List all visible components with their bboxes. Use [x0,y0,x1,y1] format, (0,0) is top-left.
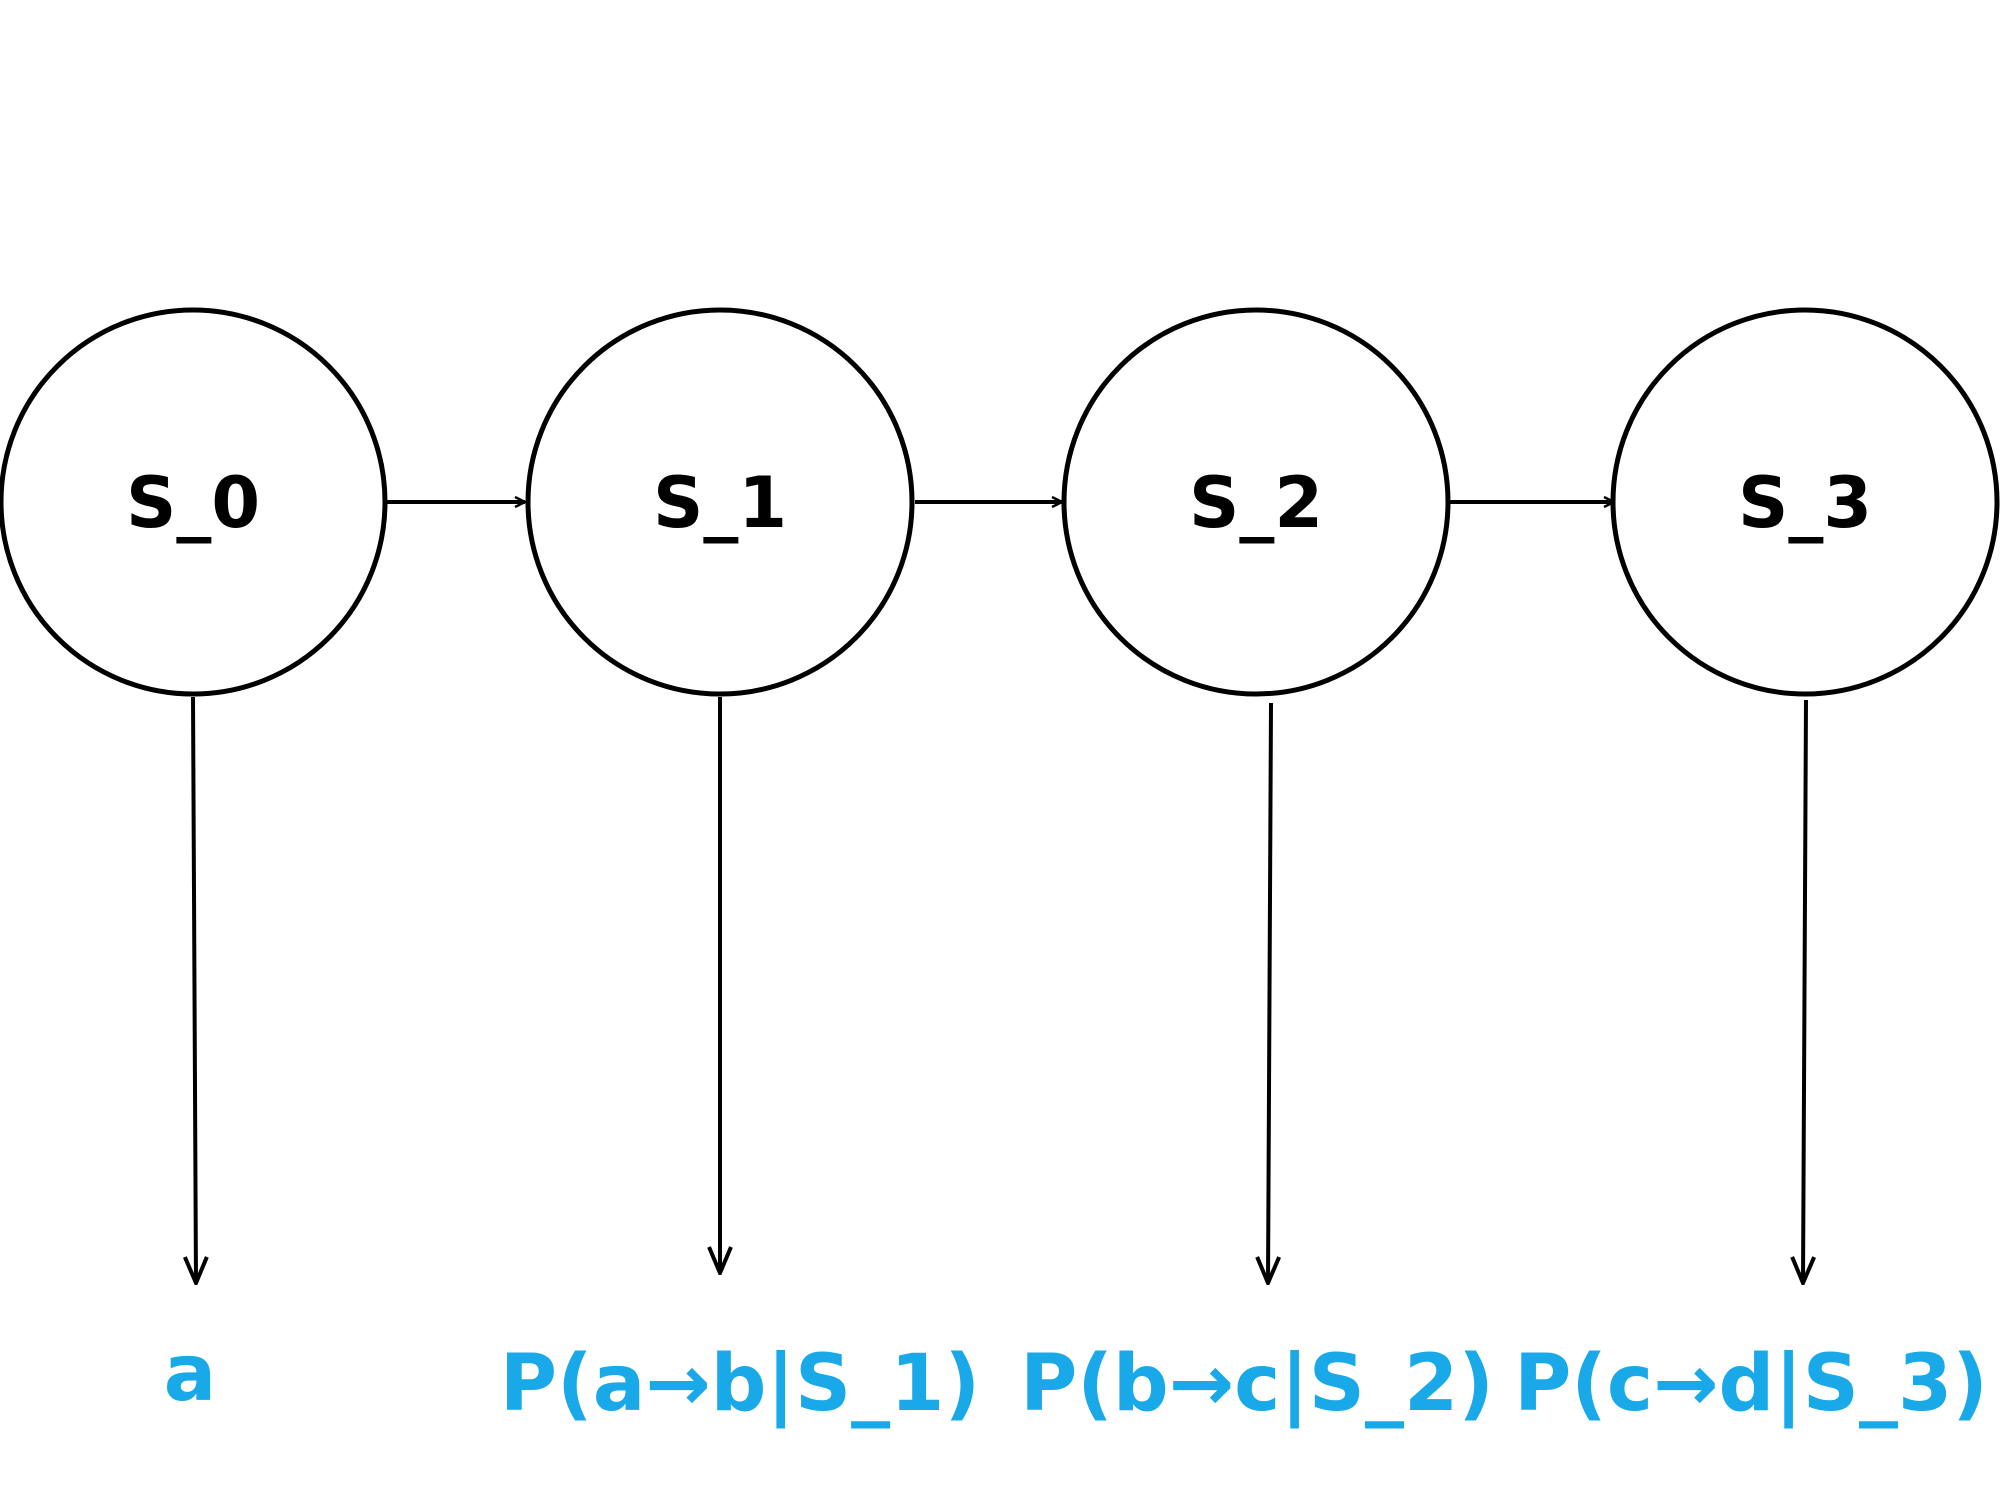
state-node-s2: S_2 [1061,307,1451,697]
state-node-s3: S_3 [1610,307,2000,697]
emission-label-s2: P(b→c|S_2) [1020,1339,1494,1429]
emission-labels: a P(a→b|S_1) P(b→c|S_2) P(c→d|S_3) [164,1329,1988,1429]
emission-arrow-s0 [193,696,196,1283]
emission-arrow-s3 [1803,699,1806,1283]
emission-label-s3: P(c→d|S_3) [1514,1339,1988,1429]
emission-edges [193,696,1806,1283]
state-circle [1061,307,1451,697]
state-circle [525,307,915,697]
state-node-s1: S_1 [525,307,915,697]
emission-label-s1: P(a→b|S_1) [500,1339,980,1429]
emission-arrow-s2 [1268,702,1271,1283]
state-label: S_0 [126,462,260,544]
state-label: S_1 [653,462,787,544]
state-label: S_3 [1738,462,1872,544]
state-node-s0: S_0 [0,307,388,697]
state-label: S_2 [1189,462,1323,544]
emission-label-s0: a [164,1329,217,1419]
state-circle [0,307,388,697]
state-circle [1610,307,2000,697]
